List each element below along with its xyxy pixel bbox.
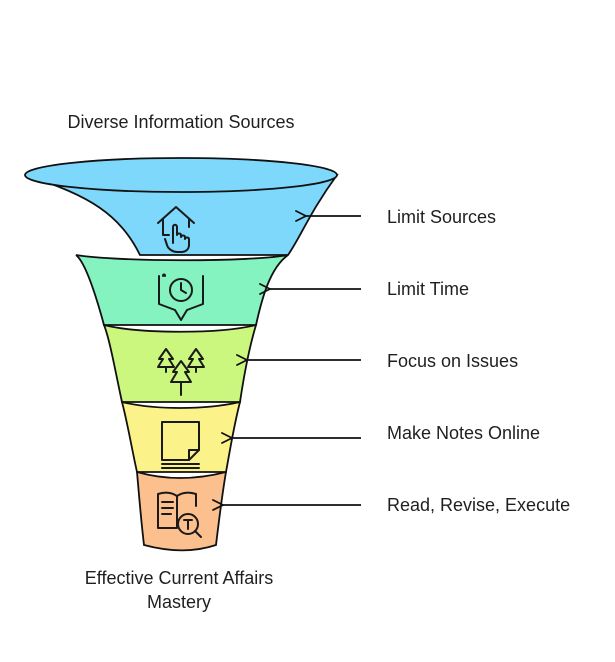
stage-callout-limit-sources: Limit Sources bbox=[295, 207, 496, 227]
clock-icon bbox=[158, 273, 204, 321]
bottom-label-line-1: Effective Current Affairs bbox=[85, 568, 273, 588]
book-search-icon bbox=[157, 491, 202, 538]
stage-label-focus-on-issues: Focus on Issues bbox=[387, 351, 518, 371]
stage-label-limit-time: Limit Time bbox=[387, 279, 469, 299]
top-label: Diverse Information Sources bbox=[67, 112, 294, 132]
house-hand-icon bbox=[157, 206, 195, 253]
stage-callout-limit-time: Limit Time bbox=[259, 279, 469, 299]
funnel-segment-read-revise-execute bbox=[135, 470, 228, 552]
stage-callout-focus-on-issues: Focus on Issues bbox=[236, 351, 518, 371]
stage-label-limit-sources: Limit Sources bbox=[387, 207, 496, 227]
stage-label-read-revise-execute: Read, Revise, Execute bbox=[387, 495, 570, 515]
funnel-rim bbox=[24, 157, 338, 193]
funnel-segment-limit-sources bbox=[24, 174, 339, 256]
stage-label-make-notes-online: Make Notes Online bbox=[387, 423, 540, 443]
note-page-icon bbox=[161, 421, 200, 469]
stage-callout-read-revise-execute: Read, Revise, Execute bbox=[212, 495, 570, 515]
bottom-label-line-2: Mastery bbox=[147, 592, 211, 612]
funnel bbox=[24, 157, 339, 552]
pine-trees-icon bbox=[157, 348, 205, 396]
funnel-segment-make-notes-online bbox=[120, 400, 242, 473]
stage-callout-make-notes-online: Make Notes Online bbox=[221, 423, 540, 444]
